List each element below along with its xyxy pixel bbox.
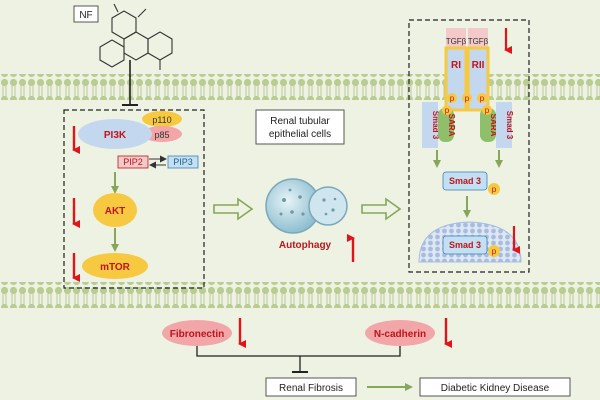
pathway-to-autophagy-arrow bbox=[213, 197, 254, 221]
autophagy-label: Autophagy bbox=[279, 240, 332, 251]
p110-label: p110 bbox=[152, 115, 171, 125]
p110-node bbox=[142, 111, 182, 127]
compound-label: NF bbox=[79, 10, 92, 21]
smad3-left-label: Smad 3 bbox=[431, 111, 440, 140]
phospho-sara-right bbox=[482, 105, 492, 115]
smad3-nucleus-label: Smad 3 bbox=[449, 240, 481, 250]
phospho-sara-right-label: p bbox=[485, 106, 490, 115]
akt-node bbox=[93, 193, 137, 227]
cell-label-box bbox=[255, 109, 345, 145]
ncadherin-label: N-cadherin bbox=[374, 329, 426, 340]
smad3-right-label: Smad 3 bbox=[505, 111, 514, 140]
phospho-receptor-1 bbox=[447, 93, 457, 103]
pip2-label: PIP2 bbox=[123, 157, 143, 167]
nf-structure-icon bbox=[99, 3, 173, 70]
phospho-smad3-nucleus bbox=[488, 245, 500, 257]
smad3-cytoplasm-label: Smad 3 bbox=[449, 176, 481, 186]
tgfb-ligand-right bbox=[468, 28, 488, 48]
vesicle-contents bbox=[279, 188, 337, 216]
phospho-sara-left-label: p bbox=[445, 106, 450, 115]
fibronectin-label: Fibronectin bbox=[170, 329, 224, 340]
smad3-left-membrane bbox=[422, 102, 438, 148]
disease-label: Diabetic Kidney Disease bbox=[441, 383, 550, 394]
phospho-receptor-2-label: p bbox=[465, 94, 470, 103]
phospho-sara-left bbox=[442, 105, 452, 115]
cell-label-line2: epithelial cells bbox=[269, 129, 331, 140]
lysosome-icon bbox=[308, 186, 348, 226]
tgfb-ligand-left-label: TGFβ bbox=[446, 37, 467, 46]
pip2-box bbox=[117, 155, 149, 169]
fibrosis-box bbox=[265, 377, 357, 397]
mtor-label: mTOR bbox=[100, 262, 131, 273]
sara-right bbox=[480, 108, 496, 142]
fibronectin-node bbox=[162, 320, 232, 346]
mtor-node bbox=[82, 253, 148, 279]
p85-node bbox=[142, 126, 182, 142]
disease-box bbox=[419, 377, 571, 397]
receptor-ri-label: RI bbox=[451, 60, 461, 71]
phospho-receptor-1-label: p bbox=[450, 94, 455, 103]
cell-label-line1: Renal tubular bbox=[270, 116, 330, 127]
akt-label: AKT bbox=[105, 206, 126, 217]
tgfb-ligand-right-label: TGFβ bbox=[468, 37, 489, 46]
pi3k-node bbox=[78, 119, 152, 149]
fibrosis-label: Renal Fibrosis bbox=[279, 383, 343, 394]
pi3k-panel bbox=[63, 109, 205, 289]
p85-label: p85 bbox=[154, 130, 169, 140]
ncadherin-node bbox=[365, 320, 435, 346]
smad3-right-membrane bbox=[496, 102, 512, 148]
sara-right-label: SARA bbox=[489, 114, 498, 137]
smad3-nucleus bbox=[442, 235, 488, 255]
pip3-box bbox=[167, 155, 199, 169]
marker-merge-line bbox=[196, 346, 401, 357]
sara-left bbox=[438, 108, 454, 142]
upper-cell-membrane bbox=[0, 74, 600, 100]
phospho-receptor-3-label: p bbox=[480, 94, 485, 103]
phospho-receptor-2 bbox=[462, 93, 472, 103]
autophagy-to-tgf-arrow bbox=[361, 197, 402, 221]
tgf-panel bbox=[408, 19, 530, 273]
smad3-cytoplasm bbox=[442, 171, 488, 191]
phospho-receptor-3 bbox=[477, 93, 487, 103]
receptor-rii-label: RII bbox=[472, 60, 485, 71]
lower-cell-membrane bbox=[0, 282, 600, 308]
pip3-label: PIP3 bbox=[173, 157, 193, 167]
compound-label-box bbox=[73, 5, 99, 23]
pi3k-label: PI3K bbox=[104, 130, 127, 141]
sara-left-label: SARA bbox=[447, 114, 456, 137]
phospho-smad3-nucleus-label: p bbox=[492, 247, 497, 256]
phospho-smad3-cytoplasm-label: p bbox=[492, 185, 497, 194]
tgfb-ligand-left bbox=[446, 28, 466, 48]
phospho-smad3-cytoplasm bbox=[488, 183, 500, 195]
